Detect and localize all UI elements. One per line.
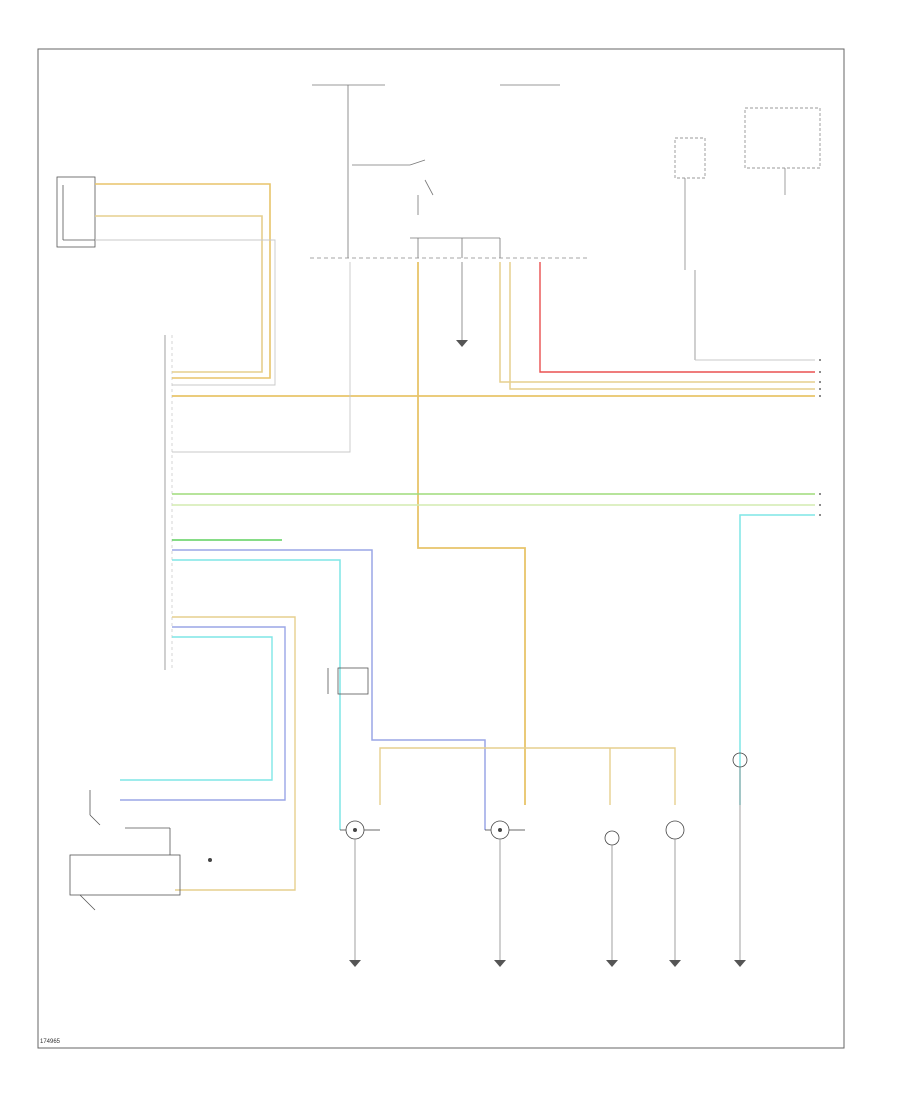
lamp-left-marker — [604, 830, 620, 967]
wire-yellow-2 — [95, 215, 263, 373]
top-fuse-area — [312, 84, 560, 258]
wire-blue — [172, 549, 486, 830]
wire-cyan-right — [739, 514, 815, 805]
diagram-code: 174965 — [40, 1039, 61, 1045]
wire-cyan-1 — [172, 559, 341, 830]
wire-blue-2 — [120, 626, 286, 801]
wire-tan-3 — [172, 616, 296, 891]
wire-tan-main — [499, 262, 815, 383]
wire-yellow-1 — [95, 183, 271, 379]
wire-gray-1 — [95, 239, 276, 386]
diagram-frame — [37, 48, 845, 1049]
wire-cyan-2 — [120, 636, 273, 781]
wire-tan-2 — [509, 262, 815, 390]
relay-box — [337, 667, 369, 695]
lamp-left-front — [340, 820, 380, 967]
lamp-right — [732, 752, 748, 967]
right-connector-marks — [819, 359, 821, 516]
lamp-left-rear — [485, 820, 525, 967]
ground-symbol — [456, 340, 468, 347]
wire-tan-lamps — [379, 747, 676, 805]
wire-yellow-vertical — [417, 262, 526, 805]
wire-gray-2 — [172, 262, 351, 453]
hazard-switch — [69, 790, 181, 911]
brake-pedal-switch-box — [56, 176, 96, 248]
wire-red — [539, 262, 815, 373]
top-right-modules — [674, 107, 821, 360]
lamp-right-marker — [665, 820, 685, 967]
